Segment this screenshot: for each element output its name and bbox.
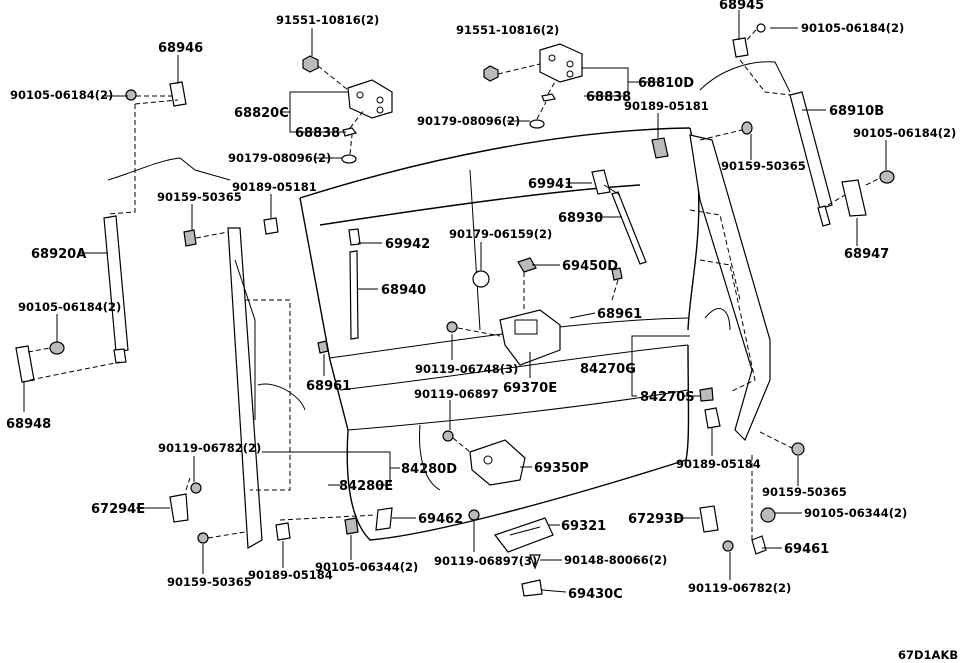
leader-lines [23,10,887,593]
label-90179-08096-left: 90179-08096(2) [228,151,331,165]
bolt-91551-right [483,63,541,82]
label-90179-06159: 90179-06159(2) [449,227,552,241]
bracket-68838-right [541,79,557,102]
label-68838-right: 68838 [586,90,631,105]
label-90119-06897: 90119-06897 [414,387,499,401]
label-68961-right: 68961 [597,307,642,322]
label-90189-05181-right: 90189-05181 [624,99,709,113]
cover-69430c [521,579,543,597]
damper-stay-68920a [15,81,231,383]
bolt-90119-06897-3 [468,509,480,521]
bolt-90159-50365-bottom [197,531,246,544]
damper-68930 [591,169,647,265]
label-84280e: 84280E [339,479,393,494]
label-90119-06782-left: 90119-06782(2) [158,441,261,455]
cap-90179-right [529,101,547,129]
label-90119-06897-3: 90119-06897(3) [434,554,537,568]
label-90105-06344-left: 90105-06344(2) [315,560,418,574]
label-90105-06184-left: 90105-06184(2) [10,88,113,102]
label-91551-left: 91551-10816(2) [276,13,379,27]
cap-90179-left [341,134,357,164]
label-68810d: 68810D [638,76,694,91]
label-69942: 69942 [385,237,430,252]
lock-motor-69370e [446,257,561,366]
label-69350p: 69350P [534,461,589,476]
label-68820c: 68820C [234,106,289,121]
bracket-67293d [699,505,734,552]
hinge-68820c [347,79,393,119]
lock-assy-69350p [442,430,526,486]
diagram-code: 67D1AKB [898,648,958,662]
label-69370e: 69370E [503,381,557,396]
label-69461: 69461 [784,542,829,557]
label-90105-06184-left2: 90105-06184(2) [18,300,121,314]
label-90159-50365-left: 90159-50365 [157,190,242,204]
label-84270g: 84270G [580,362,636,377]
clip-90189-05184-left [275,522,291,541]
label-68948: 68948 [6,417,51,432]
label-68930: 68930 [558,211,603,226]
label-69450d: 69450D [562,259,618,274]
label-90105-06344-right: 90105-06344(2) [804,506,907,520]
label-90179-08096-right: 90179-08096(2) [417,114,520,128]
label-90159-50365-right: 90159-50365 [762,485,847,499]
bolt-90148-80066 [529,554,541,570]
bolt-90159-50365-right [759,431,805,456]
label-67294e: 67294E [91,502,145,517]
hinge-68810d [539,43,583,83]
label-68961-left: 68961 [306,379,351,394]
label-68940: 68940 [381,283,426,298]
label-90119-06748: 90119-06748(3) [415,362,518,376]
label-84270s: 84270S [640,390,695,405]
bracket-68838-left [342,109,365,137]
label-69941: 69941 [528,177,573,192]
part-labels: 68945 90105-06184(2) 91551-10816(2) 9155… [6,0,958,662]
bumper-69462 [279,507,393,531]
label-69430c: 69430C [568,587,623,602]
side-garnish-left [183,196,306,549]
label-90159-50365-bottom: 90159-50365 [167,575,252,589]
label-68838-left: 68838 [295,126,340,141]
label-68920a: 68920A [31,247,86,262]
label-69462: 69462 [418,512,463,527]
bracket-67294e [169,477,202,523]
label-68910b: 68910B [829,104,884,119]
label-91551-right: 91551-10816(2) [456,23,559,37]
bolt-90105-06344-left [344,517,359,535]
label-90119-06782-right: 90119-06782(2) [688,581,791,595]
label-68945: 68945 [719,0,764,13]
label-90105-06184-top: 90105-06184(2) [801,21,904,35]
label-84280d: 84280D [401,462,457,477]
label-90189-05181-left: 90189-05181 [232,180,317,194]
label-68947: 68947 [844,247,889,262]
damper-stay-68910b [699,23,895,227]
damper-68940 [348,228,361,340]
label-90105-06184-right: 90105-06184(2) [853,126,956,140]
clip-68961-right [611,267,623,301]
label-67293d: 67293D [628,512,684,527]
label-69321: 69321 [561,519,606,534]
label-90148-80066: 90148-80066(2) [564,553,667,567]
label-90159-50365-top: 90159-50365 [721,159,806,173]
label-68946: 68946 [158,41,203,56]
bolt-91551-left [302,28,349,91]
bumper-69461 [751,455,776,555]
clip-68961-left [317,340,329,354]
side-garnish-right [651,121,771,442]
label-90189-05184-left: 90189-05184 [248,568,333,582]
striker-69321 [494,517,554,553]
label-90189-05184-right: 90189-05184 [676,457,761,471]
